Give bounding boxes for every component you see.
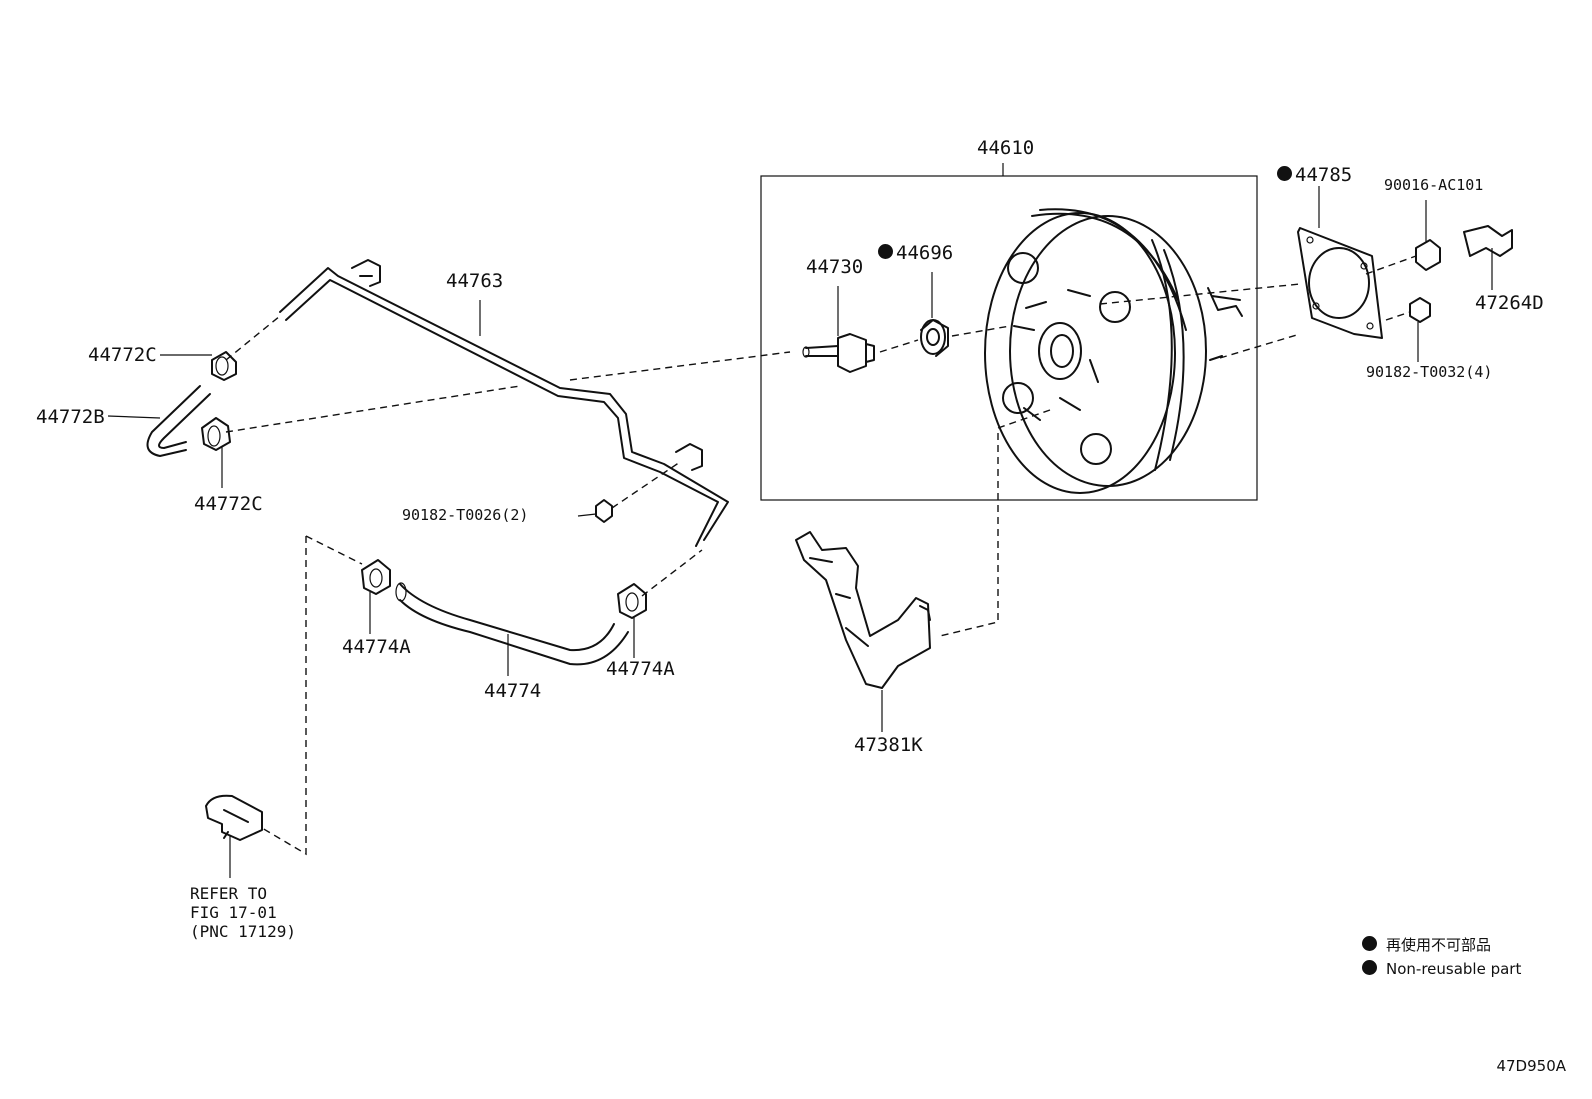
label-44763[interactable]: 44763	[446, 270, 504, 292]
hose-44774	[395, 582, 629, 666]
clip-44774a-left	[361, 559, 391, 595]
non-reusable-icon	[1362, 936, 1377, 951]
label-44610[interactable]: 44610	[977, 137, 1035, 159]
label-44730[interactable]: 44730	[806, 256, 864, 278]
clip-44772c-upper	[211, 351, 237, 381]
legend-en-text: Non-reusable part	[1386, 960, 1522, 978]
reference-line-1: REFER TO	[190, 884, 268, 903]
label-90016-ac101[interactable]: 90016-AC101	[1384, 176, 1484, 194]
reference-line-3: (PNC 17129)	[190, 922, 296, 941]
nut-90182-t0032	[1409, 297, 1431, 323]
bracket-47264d	[1463, 225, 1513, 257]
reference-note[interactable]: REFER TO FIG 17-01 (PNC 17129)	[190, 884, 296, 941]
nut-90016	[1415, 239, 1441, 271]
label-44772c-lower[interactable]: 44772C	[194, 493, 263, 515]
leader-lines	[107, 186, 1493, 878]
clip-44772c-lower	[201, 417, 231, 451]
legend-ja-text: 再使用不可部品	[1386, 936, 1492, 954]
label-47381k[interactable]: 47381K	[854, 734, 923, 756]
figure-code: 47D950A	[1496, 1057, 1566, 1075]
assembly-lines	[225, 255, 1417, 856]
grommet	[920, 319, 949, 357]
non-reusable-icon	[1362, 960, 1377, 975]
brake-booster	[984, 208, 1243, 494]
non-reusable-icon	[878, 244, 893, 259]
label-44696[interactable]: 44696	[878, 244, 953, 263]
reference-line-2: FIG 17-01	[190, 903, 277, 922]
label-44772b[interactable]: 44772B	[36, 406, 105, 428]
vacuum-pipe	[279, 259, 729, 547]
clip-44774a-right	[617, 583, 647, 619]
reference-fitting	[205, 794, 263, 841]
nut-90182-t0026	[595, 499, 613, 523]
label-44696-text: 44696	[896, 242, 954, 264]
label-44774a-left[interactable]: 44774A	[342, 636, 411, 658]
label-90182-t0032[interactable]: 90182-T0032(4)	[1366, 363, 1493, 381]
label-44785[interactable]: 44785	[1277, 166, 1352, 185]
legend-en: Non-reusable part	[1362, 960, 1521, 978]
non-reusable-icon	[1277, 166, 1292, 181]
check-valve	[802, 333, 875, 373]
label-47264d[interactable]: 47264D	[1475, 292, 1544, 314]
label-44774a-right[interactable]: 44774A	[606, 658, 675, 680]
label-90182-t0026[interactable]: 90182-T0026(2)	[402, 506, 529, 524]
label-44774[interactable]: 44774	[484, 680, 542, 702]
hose-44772b	[146, 385, 211, 457]
legend-ja: 再使用不可部品	[1362, 934, 1491, 955]
label-44785-text: 44785	[1295, 164, 1353, 186]
bracket-47381k	[795, 531, 931, 689]
gasket	[1297, 227, 1383, 339]
booster-assembly-group	[760, 163, 1258, 501]
label-44772c-upper[interactable]: 44772C	[88, 344, 157, 366]
